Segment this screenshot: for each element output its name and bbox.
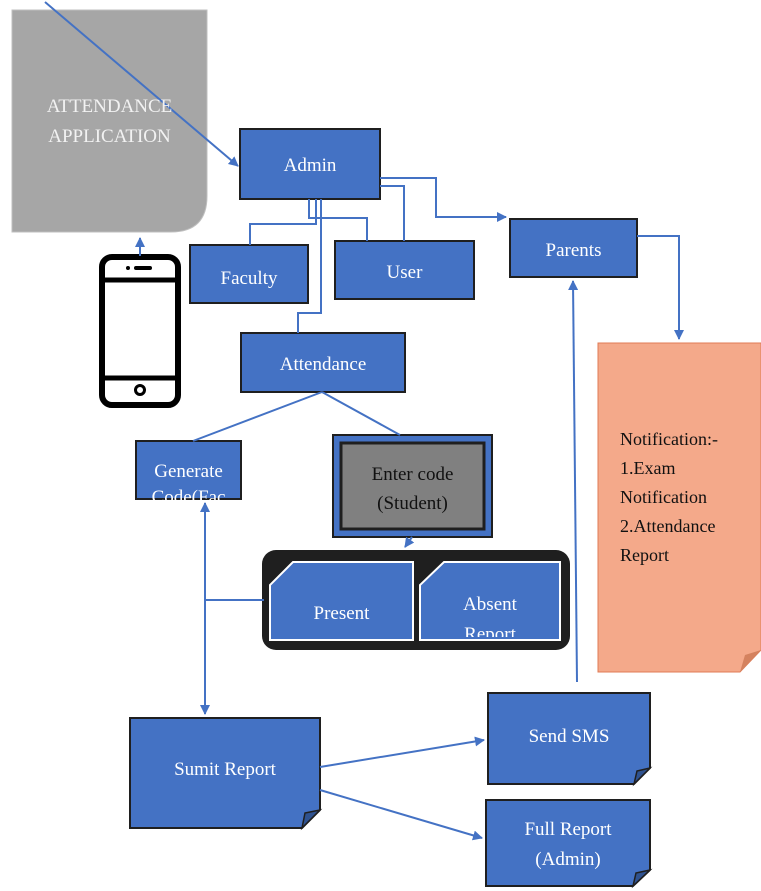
generate-code-line1: Generate bbox=[154, 461, 223, 482]
connector-admin-to-parents bbox=[380, 177, 507, 222]
faculty-label: Faculty bbox=[220, 268, 278, 289]
full-report-label-clip: Full Report (Admin) bbox=[486, 818, 650, 870]
notification-line1: Notification:- bbox=[620, 429, 718, 449]
enter-code-inner bbox=[339, 441, 486, 531]
notification-line5: Report bbox=[620, 545, 669, 565]
admin-box bbox=[239, 128, 381, 200]
send-sms-fold bbox=[632, 766, 653, 787]
connector-admin-to-user-2 bbox=[308, 199, 368, 241]
admin-label: Admin bbox=[283, 155, 337, 176]
notification-fold bbox=[740, 650, 761, 672]
connector-sumit-to-sms bbox=[319, 736, 485, 768]
connector-present-to-generate bbox=[200, 502, 264, 601]
app-title-line2: APPLICATION bbox=[48, 126, 171, 147]
generate-code-line2: Code(Fac bbox=[151, 487, 226, 508]
enter-code-line2: (Student) bbox=[377, 493, 448, 514]
send-sms-label: Send SMS bbox=[528, 726, 610, 747]
connector-app-to-admin bbox=[44, 1, 239, 167]
sumit-report-fold bbox=[300, 808, 323, 831]
notification-line2: 1.Exam bbox=[620, 458, 676, 478]
absent-label-line2: Report bbox=[464, 624, 516, 637]
connector-attendance-to-generate bbox=[192, 391, 323, 442]
present-label: Present bbox=[313, 603, 370, 624]
attendance-application-box bbox=[11, 9, 208, 233]
attendance-label: Attendance bbox=[279, 354, 367, 375]
notification-line4: 2.Attendance bbox=[620, 516, 716, 536]
parents-box bbox=[509, 218, 638, 278]
connector-admin-to-user bbox=[380, 185, 405, 241]
enter-code-line1: Enter code bbox=[371, 464, 454, 485]
connector-attendance-to-enter-code bbox=[321, 391, 401, 436]
notification-line3: Notification bbox=[620, 487, 707, 507]
user-label: User bbox=[386, 262, 423, 283]
notification-text: Notification:- 1.Exam Notification 2.Att… bbox=[620, 425, 761, 570]
connector-enter-code-to-present bbox=[404, 536, 415, 548]
generate-code-box bbox=[135, 440, 242, 500]
connector-sms-to-parents bbox=[568, 280, 579, 683]
full-report-fold bbox=[631, 868, 653, 889]
absent-label-line1: Absent bbox=[463, 594, 517, 615]
smartphone-icon bbox=[99, 254, 181, 408]
sumit-report-label: Sumit Report bbox=[174, 759, 276, 780]
app-title-line1: ATTENDANCE bbox=[46, 96, 173, 117]
connector-sumit-to-full bbox=[319, 789, 483, 841]
absent-box bbox=[419, 561, 561, 641]
connector-parents-to-notification bbox=[637, 235, 684, 340]
faculty-box bbox=[189, 244, 309, 304]
parents-label: Parents bbox=[545, 240, 602, 261]
full-report-line1: Full Report bbox=[524, 819, 612, 840]
absent-label-clip: Absent Report bbox=[420, 593, 560, 637]
connector-admin-to-attendance bbox=[297, 199, 322, 333]
connector-admin-to-faculty bbox=[249, 199, 317, 245]
attendance-box bbox=[240, 332, 406, 393]
user-box bbox=[334, 240, 475, 300]
full-report-line2: (Admin) bbox=[535, 849, 601, 870]
present-box bbox=[269, 561, 414, 641]
